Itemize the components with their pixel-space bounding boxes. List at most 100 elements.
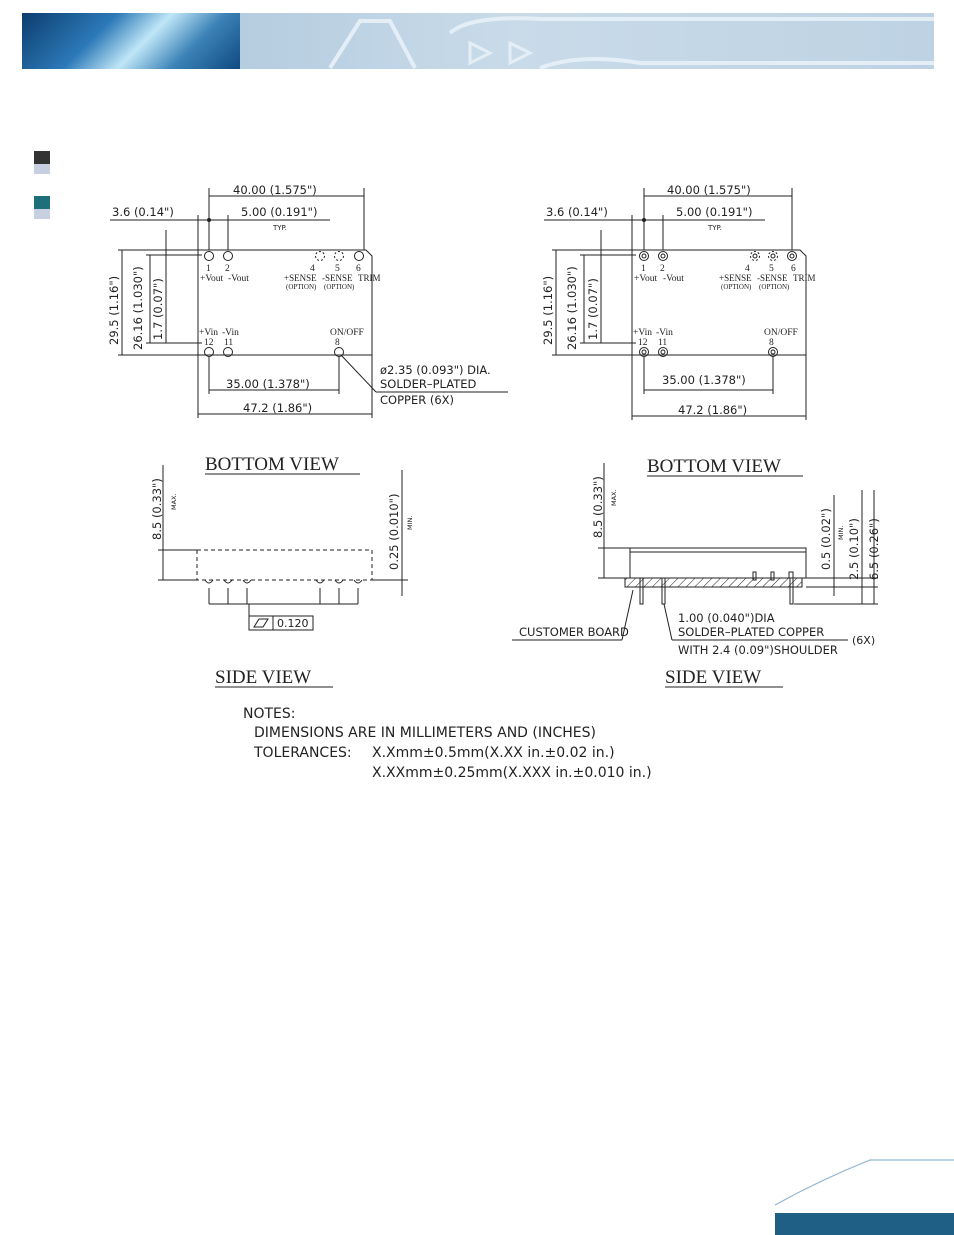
- left-dim-295: 29.5 (1.16"): [107, 276, 121, 345]
- notes-line-2: X.Xmm±0.5mm(X.XX in.±0.02 in.): [372, 745, 615, 761]
- right-label-sense-pos: +SENSE: [719, 273, 752, 283]
- notes-heading: NOTES:: [243, 706, 296, 722]
- left-pin-12: [204, 347, 214, 357]
- right-side-dim-85: 8.5 (0.33"): [591, 476, 605, 538]
- right-dim-36: 3.6 (0.14"): [546, 205, 608, 219]
- left-bottom-view-title: BOTTOM VIEW: [205, 454, 339, 475]
- right-pin-4: [750, 251, 760, 261]
- left-side-dim-85: 8.5 (0.33"): [150, 478, 164, 540]
- left-pin-6: [354, 251, 364, 261]
- left-side-module: [196, 549, 373, 581]
- right-label-vout-neg: -Vout: [663, 274, 684, 284]
- right-label-sense-neg: -SENSE: [757, 273, 788, 283]
- right-dim-35: 35.00 (1.378"): [662, 373, 746, 387]
- right-side-dim-25: 2.5 (0.10"): [847, 518, 861, 580]
- right-label-trim: TRIM: [793, 273, 816, 283]
- left-label-vin-pos: +Vin: [199, 328, 218, 338]
- banner-image: [22, 13, 240, 69]
- left-dim-2616: 26.16 (1.030"): [131, 266, 145, 350]
- left-label-option-2: (OPTION): [324, 283, 355, 291]
- right-label-vout-pos: +Vout: [634, 274, 657, 284]
- right-module-outline: [631, 249, 807, 356]
- left-label-sense-neg: -SENSE: [322, 273, 353, 283]
- right-pin-4-label: 4: [745, 264, 750, 274]
- left-side-view: 8.5 (0.33") MAX. 0.25 (0.010") MIN. 0.12…: [150, 465, 414, 688]
- left-dim-35: 35.00 (1.378"): [226, 377, 310, 391]
- left-pin-1: [204, 251, 214, 261]
- left-module-outline: [197, 249, 373, 356]
- right-dim-40: 40.00 (1.575"): [667, 183, 751, 197]
- left-label-vout-pos: +Vout: [200, 274, 223, 284]
- right-side-min: MIN.: [837, 526, 845, 540]
- legend-marker-teal: [34, 196, 50, 219]
- left-note-dia: ø2.35 (0.093") DIA.: [380, 363, 491, 377]
- customer-board-label: CUSTOMER BOARD: [519, 625, 629, 639]
- right-bottom-view: 40.00 (1.575") 3.6 (0.14") 5.00 (0.191")…: [541, 183, 816, 477]
- right-label-vin-pos: +Vin: [633, 328, 652, 338]
- left-typ: TYP.: [272, 224, 287, 232]
- notes-tolerance-label: TOLERANCES:: [253, 745, 352, 761]
- left-side-dim-025: 0.25 (0.010"): [387, 494, 401, 570]
- right-side-view: 8.5 (0.33") MAX. 0.5 (0.02") MIN. 2.5 (0…: [512, 463, 881, 688]
- left-dim-17: 1.7 (0.07"): [151, 278, 165, 340]
- notes-line-1: DIMENSIONS ARE IN MILLIMETERS AND (INCHE…: [254, 725, 596, 741]
- left-pin-8: [334, 347, 344, 357]
- left-pin-11-label: 11: [224, 338, 233, 348]
- right-pin-8-label: 8: [769, 338, 774, 348]
- header-banner: [22, 13, 934, 69]
- right-pin-6-label: 6: [791, 264, 796, 274]
- right-pin-1: [639, 251, 649, 261]
- right-side-pin-dia: 1.00 (0.040")DIA: [678, 611, 775, 625]
- flatness-value-box: [272, 615, 314, 631]
- left-label-onoff: ON/OFF: [330, 328, 364, 338]
- right-pin-2-label: 2: [660, 264, 665, 274]
- right-side-max: MAX.: [610, 489, 618, 506]
- left-dim-472: 47.2 (1.86"): [243, 401, 312, 415]
- left-pin-2-label: 2: [225, 264, 230, 274]
- left-pin-5-label: 5: [335, 264, 340, 274]
- right-label-onoff: ON/OFF: [764, 328, 798, 338]
- left-bottom-view: 40.00 (1.575") 3.6 (0.14") 5.00 (0.191")…: [107, 183, 508, 475]
- right-pin-11: [658, 347, 668, 357]
- right-pin-2: [658, 251, 668, 261]
- right-dim-2616: 26.16 (1.030"): [565, 266, 579, 350]
- banner-strip: [240, 13, 934, 69]
- left-dim-5: 5.00 (0.191"): [241, 205, 317, 219]
- left-label-trim: TRIM: [358, 273, 381, 283]
- footer-bar: [775, 1213, 954, 1235]
- left-side-view-title: SIDE VIEW: [215, 667, 311, 688]
- left-dim-36: 3.6 (0.14"): [112, 205, 174, 219]
- right-pin-5: [768, 251, 778, 261]
- customer-board: [624, 577, 803, 588]
- banner-logo-watermark: [328, 16, 934, 69]
- right-dim-5: 5.00 (0.191"): [676, 205, 752, 219]
- right-label-option-1: (OPTION): [721, 283, 752, 291]
- right-label-vin-neg: -Vin: [656, 328, 673, 338]
- right-side-pin-shoulder: WITH 2.4 (0.09")SHOULDER: [678, 643, 838, 657]
- left-pin-5: [334, 251, 344, 261]
- right-side-dim-05: 0.5 (0.02"): [819, 508, 833, 570]
- right-dim-472: 47.2 (1.86"): [678, 403, 747, 417]
- left-label-vin-neg: -Vin: [222, 328, 239, 338]
- left-dim-40: 40.00 (1.575"): [233, 183, 317, 197]
- right-pin-1-label: 1: [641, 264, 646, 274]
- left-pin-11: [223, 347, 233, 357]
- left-pin-4: [315, 251, 325, 261]
- left-pin-2: [223, 251, 233, 261]
- right-side-pin-6x: (6X): [852, 634, 875, 647]
- left-note-solder: SOLDER–PLATED: [380, 377, 476, 391]
- left-label-sense-pos: +SENSE: [284, 273, 317, 283]
- left-pin-6-label: 6: [356, 264, 361, 274]
- right-pin-11-label: 11: [658, 338, 667, 348]
- right-label-option-2: (OPTION): [759, 283, 790, 291]
- right-side-pin-solder: SOLDER–PLATED COPPER: [678, 625, 824, 639]
- footer-swoosh: [774, 1159, 954, 1206]
- right-typ: TYP.: [707, 224, 722, 232]
- flatness-symbol: [248, 615, 274, 631]
- right-pin-5-label: 5: [769, 264, 774, 274]
- legend-marker-dark: [34, 151, 50, 174]
- notes-block: NOTES: DIMENSIONS ARE IN MILLIMETERS AND…: [243, 706, 652, 781]
- left-side-min: MIN.: [406, 516, 414, 530]
- left-label-vout-neg: -Vout: [228, 274, 249, 284]
